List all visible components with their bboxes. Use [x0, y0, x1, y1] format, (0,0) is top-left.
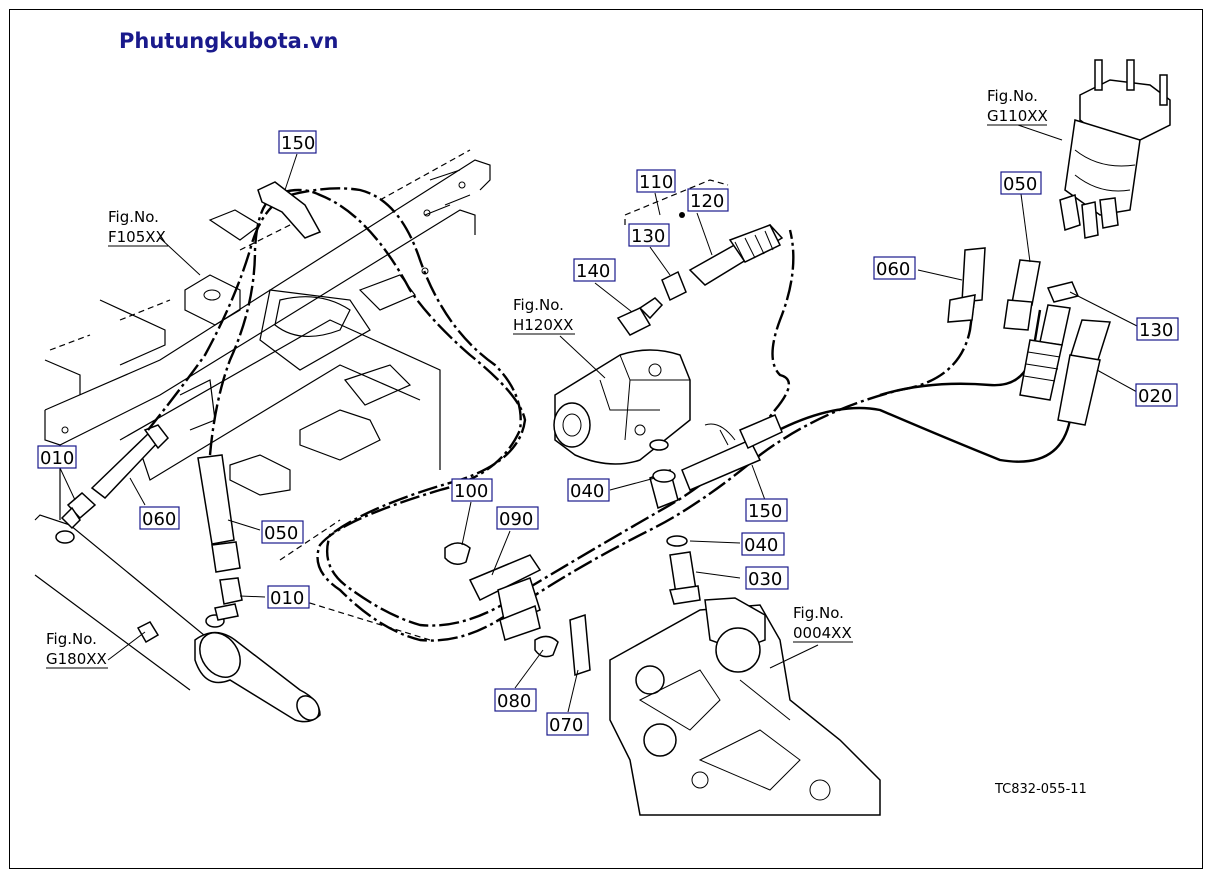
- callout-050-right[interactable]: 050: [1000, 171, 1042, 195]
- hose-right-050: [1003, 259, 1041, 331]
- steering-cylinder: [34, 514, 321, 723]
- callout-040-lower[interactable]: 040: [741, 532, 785, 556]
- callout-070[interactable]: 070: [546, 712, 589, 736]
- callout-110[interactable]: 110: [636, 169, 676, 193]
- callout-090[interactable]: 090: [496, 506, 539, 530]
- callout-060-right[interactable]: 060: [873, 256, 916, 280]
- chassis-frame: [44, 149, 491, 641]
- svg-text:040: 040: [744, 535, 778, 556]
- figure-ref-number: G180XX: [46, 650, 107, 668]
- figure-ref-g110xx: Fig.No. G110XX: [987, 87, 1048, 126]
- svg-text:080: 080: [497, 691, 531, 712]
- hose-right-060: [947, 247, 986, 323]
- drawing-code: TC832-055-11: [994, 782, 1087, 797]
- figure-ref-label: Fig.No.: [987, 87, 1038, 105]
- callout-010-lower[interactable]: 010: [267, 585, 310, 609]
- figure-ref-f105xx: Fig.No. F105XX: [108, 208, 168, 247]
- svg-text:010: 010: [270, 588, 304, 609]
- callout-130-right[interactable]: 130: [1136, 317, 1179, 341]
- svg-text:050: 050: [1003, 174, 1037, 195]
- callout-130-upper[interactable]: 130: [628, 223, 670, 247]
- banjo-fittings: [649, 414, 783, 605]
- transmission-case: [609, 597, 881, 816]
- figure-ref-label: Fig.No.: [108, 208, 159, 226]
- figure-ref-g180xx: Fig.No. G180XX: [46, 630, 108, 669]
- clip-150-left: [257, 181, 322, 239]
- svg-text:110: 110: [639, 172, 673, 193]
- hose-line-right-to-valve: [759, 406, 1072, 463]
- callout-020[interactable]: 020: [1135, 383, 1178, 407]
- control-valve: [1059, 59, 1171, 239]
- svg-text:030: 030: [748, 569, 782, 590]
- leader-lines: [59, 124, 1138, 713]
- fitting-assembly-110: [624, 179, 784, 302]
- figure-ref-label: Fig.No.: [793, 604, 844, 622]
- callout-140[interactable]: 140: [573, 258, 616, 282]
- hose-left-060: [60, 424, 169, 530]
- hose-right-020: [1046, 281, 1112, 426]
- callout-150-right[interactable]: 150: [745, 498, 788, 522]
- svg-text:140: 140: [576, 261, 610, 282]
- brand-watermark: Phutungkubota.vn: [119, 29, 339, 53]
- figure-ref-0004xx: Fig.No. 0004XX: [793, 604, 853, 643]
- figure-ref-number: G110XX: [987, 107, 1048, 125]
- svg-text:120: 120: [690, 191, 724, 212]
- callout-120[interactable]: 120: [687, 188, 729, 212]
- callout-010-left[interactable]: 010: [37, 445, 77, 469]
- callout-150-top[interactable]: 150: [278, 130, 317, 154]
- svg-text:020: 020: [1138, 386, 1172, 407]
- svg-text:130: 130: [631, 226, 665, 247]
- svg-text:010: 010: [40, 448, 74, 469]
- figure-ref-label: Fig.No.: [46, 630, 97, 648]
- callout-040-upper[interactable]: 040: [567, 478, 610, 502]
- svg-text:090: 090: [499, 509, 533, 530]
- svg-text:060: 060: [142, 509, 176, 530]
- figure-ref-h120xx: Fig.No. H120XX: [513, 296, 575, 335]
- figure-ref-number: F105XX: [108, 228, 166, 246]
- callout-080[interactable]: 080: [494, 688, 537, 712]
- svg-text:060: 060: [876, 259, 910, 280]
- figure-ref-label: Fig.No.: [513, 296, 564, 314]
- svg-text:130: 130: [1139, 320, 1173, 341]
- callout-060-left[interactable]: 060: [139, 506, 180, 530]
- svg-text:050: 050: [264, 523, 298, 544]
- clamp-and-bracket: [444, 542, 591, 677]
- callout-100[interactable]: 100: [451, 478, 493, 502]
- hydraulic-pump: [553, 297, 691, 465]
- hose-left-050: [197, 454, 243, 621]
- figure-ref-number: 0004XX: [793, 624, 852, 642]
- svg-text:040: 040: [570, 481, 604, 502]
- hose-line-lower-loop: [208, 188, 795, 627]
- hose-right-to-valve: [1019, 304, 1071, 401]
- callout-030[interactable]: 030: [745, 566, 789, 590]
- svg-text:070: 070: [549, 715, 583, 736]
- callout-050-left[interactable]: 050: [261, 520, 304, 544]
- svg-text:100: 100: [454, 481, 488, 502]
- figure-ref-number: H120XX: [513, 316, 573, 334]
- svg-text:150: 150: [748, 501, 782, 522]
- svg-text:150: 150: [281, 133, 315, 154]
